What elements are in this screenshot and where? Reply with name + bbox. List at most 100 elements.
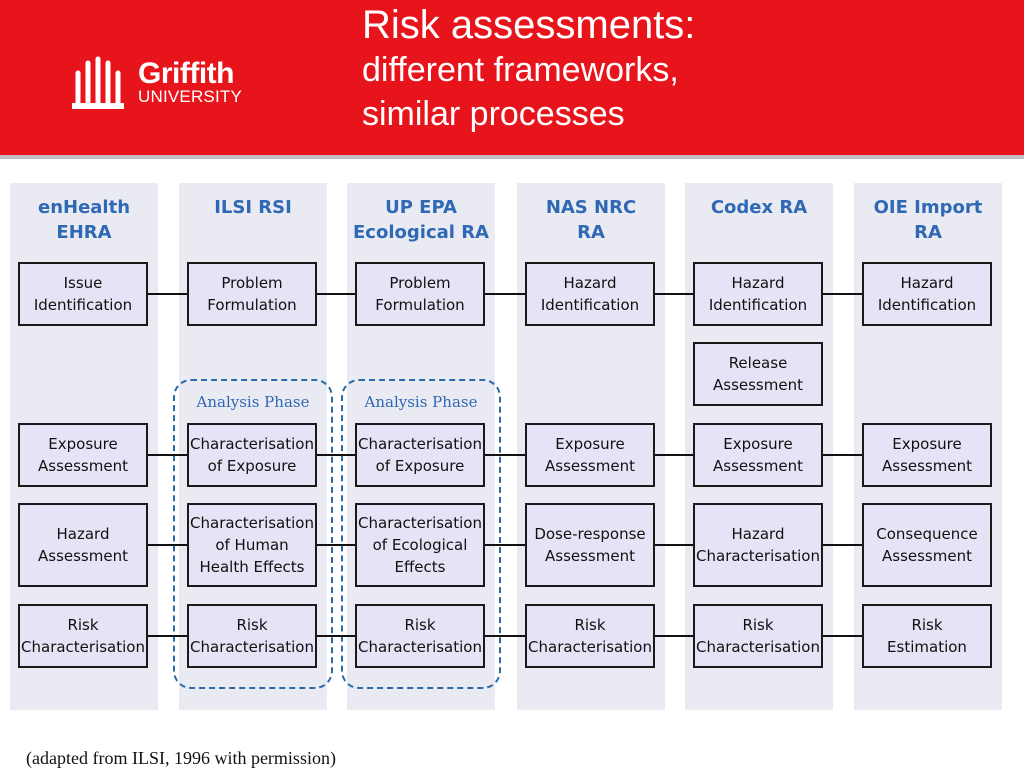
- connector-line: [485, 544, 525, 546]
- process-box-line: Exposure: [48, 435, 118, 453]
- process-box-line: Release: [728, 354, 788, 372]
- process-box-line: Exposure: [892, 435, 962, 453]
- process-box-line: Problem: [221, 274, 283, 292]
- process-box-line: Hazard: [731, 525, 785, 543]
- title-line-3: similar processes: [362, 95, 625, 133]
- column-header-line-2: EHRA: [56, 222, 112, 243]
- analysis-phase-label: Analysis Phase: [196, 393, 310, 411]
- column-header-line-2: Ecological RA: [353, 222, 489, 243]
- process-box-line: Assessment: [713, 457, 803, 475]
- process-box-line: Assessment: [545, 457, 635, 475]
- process-box-line: Characterisation: [190, 514, 314, 532]
- process-box-line: Risk: [911, 616, 943, 634]
- process-box-line: Hazard: [56, 525, 110, 543]
- process-box-line: Characterisation: [358, 435, 482, 453]
- connector-line: [317, 544, 355, 546]
- process-box-line: Dose-response: [534, 525, 646, 543]
- connector-line: [823, 544, 862, 546]
- process-box-line: Characterisation: [696, 638, 820, 656]
- connector-line: [655, 454, 693, 456]
- connector-line: [317, 293, 355, 295]
- analysis-phase-outline: [173, 379, 333, 689]
- title-line-2: different frameworks,: [362, 51, 679, 89]
- process-box-line: Characterisation: [190, 435, 314, 453]
- griffith-logo: Griffith UNIVERSITY: [68, 55, 268, 111]
- connector-line: [148, 454, 187, 456]
- process-box: Characterisation of Exposure: [187, 423, 317, 487]
- connector-line: [317, 454, 355, 456]
- process-box-line: Assessment: [38, 457, 128, 475]
- connector-line: [485, 293, 525, 295]
- connector-line: [148, 544, 187, 546]
- connector-line: [823, 454, 862, 456]
- process-box-line: Health Effects: [199, 558, 305, 576]
- griffith-logo-icon: [72, 56, 124, 109]
- process-box-line: Hazard: [563, 274, 617, 292]
- process-box-line: of Exposure: [207, 457, 297, 475]
- process-box-line: Assessment: [882, 547, 972, 565]
- process-box-line: Hazard: [731, 274, 785, 292]
- column-header: ILSI RSI: [178, 195, 328, 220]
- process-box-line: Characterisation: [21, 638, 145, 656]
- process-box-line: Identification: [540, 296, 640, 314]
- process-box-line: Hazard: [900, 274, 954, 292]
- process-box-line: Exposure: [555, 435, 625, 453]
- title-line-1: Risk assessments:: [362, 3, 696, 47]
- connector-line: [485, 454, 525, 456]
- process-box-line: Characterisation: [358, 638, 482, 656]
- process-box-line: Risk: [404, 616, 436, 634]
- connector-line: [485, 635, 525, 637]
- process-box-line: of Exposure: [375, 457, 465, 475]
- process-box-line: Identification: [708, 296, 808, 314]
- process-box-line: Risk: [67, 616, 99, 634]
- process-box-text: Characterisation of Exposure: [358, 433, 482, 477]
- process-box-line: Formulation: [375, 296, 465, 314]
- connector-line: [823, 635, 862, 637]
- process-box-line: of Human: [215, 536, 289, 554]
- process-box-line: of Ecological: [372, 536, 468, 554]
- process-box-line: Assessment: [713, 376, 803, 394]
- process-box-line: Risk: [742, 616, 774, 634]
- process-box-line: Characterisation: [358, 514, 482, 532]
- process-box-line: Exposure: [723, 435, 793, 453]
- process-box-line: Effects: [394, 558, 446, 576]
- column-header-line-1: OIE Import: [873, 197, 983, 218]
